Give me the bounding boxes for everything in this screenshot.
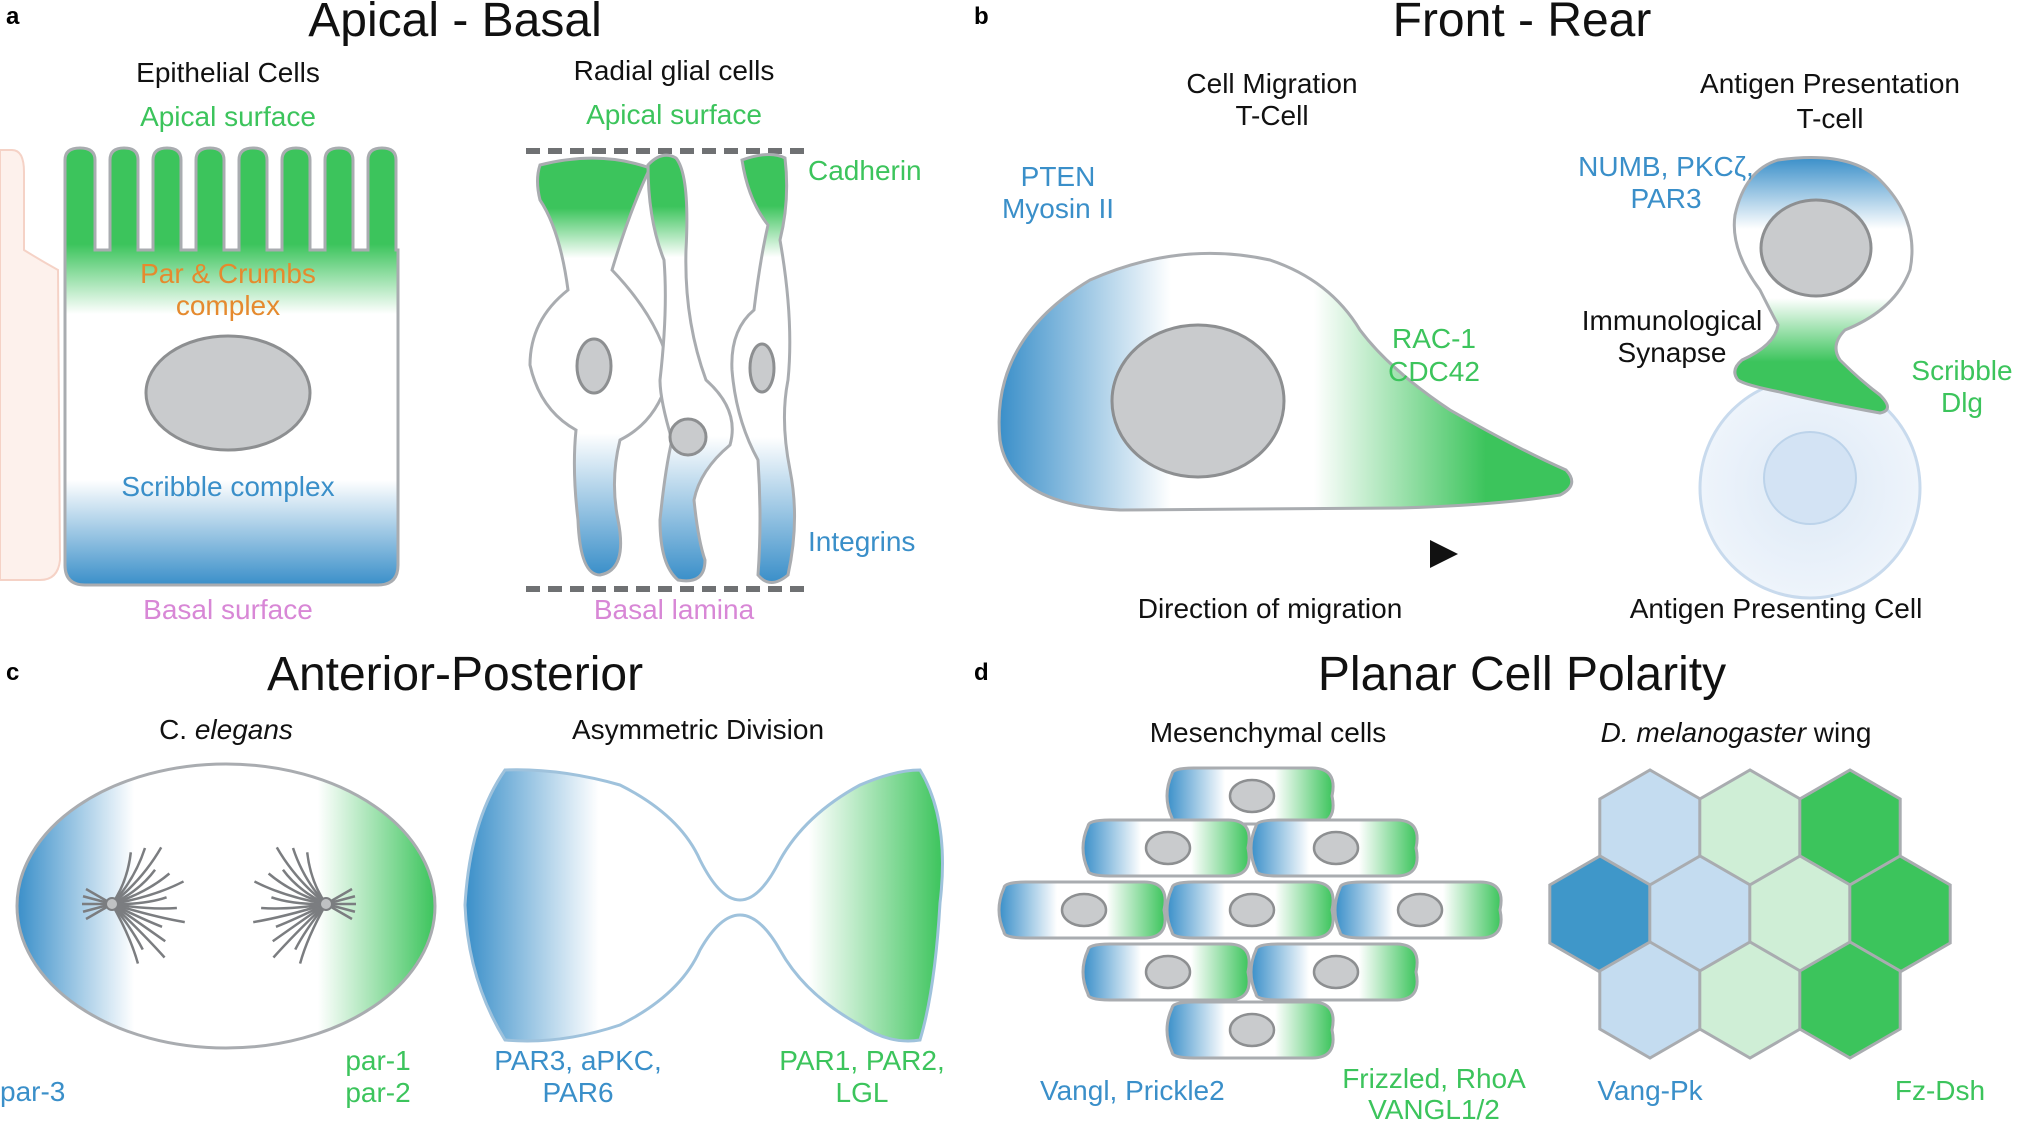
panel-b-letter: b [974,3,989,30]
dividing-cell [463,768,944,1043]
panel-a: a Apical - Basal Epithelial Cells Apical… [0,0,922,625]
fz-dsh-label: Fz-Dsh [1895,1075,1985,1106]
par2-label: par-2 [345,1077,410,1108]
microtubule [111,902,185,924]
epithelial-cell-diagram [0,146,400,587]
antigen-title-line2: T-cell [1797,103,1864,134]
basal-lamina-label: Basal lamina [594,594,755,625]
elegans-title: C. elegans [159,714,293,745]
panel-c: c Anterior-Posterior C. elegans par-3 pa… [0,648,945,1108]
frizzled-rhoa-label: Frizzled, RhoA [1342,1063,1526,1094]
radial-apical-label: Apical surface [586,99,762,130]
microtubule [275,846,327,905]
left-centrosome [105,897,119,911]
wing-title: D. melanogaster wing [1601,717,1872,748]
par-crumbs-label-line1: Par & Crumbs [140,258,316,289]
drosophila-wing-hexagons [1548,768,1952,1060]
mesenchymal-cell-nucleus [1144,830,1192,866]
epithelial-apical-label: Apical surface [140,101,316,132]
panel-c-letter: c [6,659,19,686]
radial-glial-cell-2 [646,153,734,583]
scribble-complex-label: Scribble complex [121,471,334,502]
panel-d-letter: d [974,659,989,686]
antigen-presentation-diagram [1698,156,1922,600]
cadherin-label: Cadherin [808,155,922,186]
mesenchymal-cell-nucleus [1228,778,1276,814]
dlg-label: Dlg [1941,387,1983,418]
numb-label-line2: PAR3 [1630,183,1701,214]
panel-d-title: Planar Cell Polarity [1318,648,1726,701]
myosin-label: Myosin II [1002,193,1114,224]
migration-arrow-head [1430,540,1458,568]
microtubule [253,902,327,924]
migration-title-line1: Cell Migration [1186,68,1357,99]
direction-of-migration-label: Direction of migration [1138,593,1403,624]
radial-glial-nucleus-1 [575,337,613,395]
antigen-title-line1: Antigen Presentation [1700,68,1960,99]
microtubule [111,846,163,905]
par3-label: par-3 [0,1076,65,1107]
par1-par2-label-line2: LGL [836,1077,889,1108]
integrins-label: Integrins [808,526,915,557]
panel-a-letter: a [6,3,20,30]
mesenchymal-cell-nucleus [1312,954,1360,990]
vang-pk-label: Vang-Pk [1597,1075,1703,1106]
par1-par2-label-line1: PAR1, PAR2, [779,1045,944,1076]
mesenchymal-cell-nucleus [1228,1012,1276,1048]
mesenchymal-cell-nucleus [1228,892,1276,928]
panel-a-title: Apical - Basal [308,0,601,47]
numb-label-line1: NUMB, PKCζ, [1578,151,1754,182]
c-elegans-embryo-diagram [15,762,437,1050]
radial-glial-diagram [526,148,806,592]
apc-label: Antigen Presenting Cell [1630,593,1923,624]
mesenchymal-cell-nucleus [1144,954,1192,990]
par1-label: par-1 [345,1045,410,1076]
basal-surface-label: Basal surface [143,594,313,625]
pten-label: PTEN [1021,161,1096,192]
panel-d: d Planar Cell Polarity Mesenchymal cells… [974,648,1985,1125]
synapse-label-line2: Synapse [1618,337,1727,368]
par3-apkc-label-line1: PAR3, aPKC, [494,1045,662,1076]
mesenchymal-cells-diagram [997,766,1503,1060]
microtubule [111,880,185,906]
synapse-label-line1: Immunological [1582,305,1763,336]
epithelial-nucleus [144,334,312,452]
neighbor-cell [0,149,62,581]
migrating-t-cell-nucleus [1110,323,1286,479]
vangl12-label: VANGL1/2 [1368,1094,1500,1125]
t-cell-nucleus [1759,198,1873,298]
wing-hexagon-cell [1798,940,1902,1060]
radial-glial-nucleus-3 [748,342,776,394]
mesenchymal-cell-nucleus [1396,892,1444,928]
migrating-t-cell [997,251,1574,512]
right-centrosome [319,897,333,911]
epithelial-title: Epithelial Cells [136,57,320,88]
microtubule [253,880,327,906]
mesenchymal-title: Mesenchymal cells [1150,717,1387,748]
microtubule [110,903,140,964]
radial-glial-title: Radial glial cells [574,55,775,86]
microtubule [298,903,328,964]
rac1-label: RAC-1 [1392,323,1476,354]
mesenchymal-cell-nucleus [1312,830,1360,866]
c-elegans-embryo [15,762,437,1050]
radial-glial-nucleus-2 [668,417,708,457]
migration-title-line2: T-Cell [1235,100,1308,131]
cdc42-label: CDC42 [1388,356,1480,387]
panel-b-title: Front - Rear [1393,0,1652,47]
migrating-t-cell-diagram [997,251,1574,568]
panel-c-title: Anterior-Posterior [267,648,643,701]
antigen-presenting-cell-nucleus [1763,431,1857,525]
panel-b: b Front - Rear Cell Migration T-Cell PTE… [974,0,2013,624]
mesenchymal-cell-nucleus [1060,892,1108,928]
asymmetric-division-title: Asymmetric Division [572,714,824,745]
par3-apkc-label-line2: PAR6 [542,1077,613,1108]
par-crumbs-label-line2: complex [176,290,280,321]
scribble-label: Scribble [1911,355,2012,386]
vangl-prickle-label: Vangl, Prickle2 [1040,1075,1225,1106]
